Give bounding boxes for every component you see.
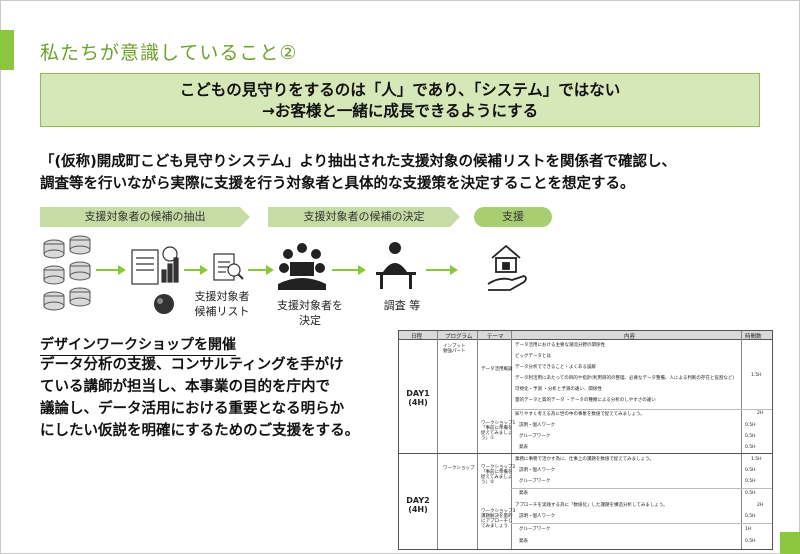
people-meeting-icon: [278, 243, 326, 290]
content-row: 説明・個人ワーク: [519, 514, 555, 519]
time-cell: 2H: [757, 503, 764, 508]
time-cell: 1H: [745, 527, 752, 532]
program-input: インプット勉強パート: [443, 344, 466, 354]
theme-ws2: ワークショップ2「事前に準備を捉えてみましょう」②: [481, 465, 516, 485]
lead-text: 「(仮称)開成町こども見守りシステム」より抽出された支援対象の候補リストを関係者…: [40, 151, 780, 195]
key-message-banner: こどもの見守りをするのは「人」であり、「システム」ではない →お客様と一緒に成長…: [40, 73, 760, 127]
time-cell: 0.5H: [745, 539, 756, 544]
person-desk-icon: [376, 242, 416, 289]
content-row: 可視化・予測 ・分析と予測の違い、関係性: [515, 387, 602, 392]
content-row: 知りやすく考える為に世の中の事象を数値で捉えてみましょう。: [515, 412, 645, 417]
time-cell: 2H: [757, 411, 764, 416]
label-decide-target: 支援対象者を 決定: [277, 299, 343, 327]
banner-line-2: →お客様と一緒に成長できるようにする: [261, 102, 539, 120]
phase-support: 支援: [474, 207, 552, 227]
time-cell: 0.5H: [745, 491, 756, 496]
content-row: 説明・個人ワーク: [519, 468, 555, 473]
schedule-header-row: 日程 プログラム テーマ 内容 時間数: [399, 331, 772, 340]
content-row: グループワーク: [519, 479, 551, 484]
day2-label: DAY2(4H): [406, 496, 430, 514]
workshop-schedule-table: 日程 プログラム テーマ 内容 時間数 DAY1(4H) DAY2(4H) イン…: [398, 330, 773, 550]
content-row: グループワーク: [519, 527, 551, 532]
time-cell: 0.5H: [745, 434, 756, 439]
time-cell: 1.5H: [751, 373, 762, 378]
content-row: データ利活用にあたっての目的や指針(利用目的の整理、必要なデータ整備、人による判…: [515, 376, 735, 381]
slide-title: 私たちが意識していること②: [40, 42, 298, 64]
process-flow-diagram: [43, 235, 527, 314]
content-row: グループワーク: [519, 434, 551, 439]
arrow-1: [96, 265, 126, 275]
banner-line-1: こどもの見守りをするのは「人」であり、「システム」ではない: [179, 81, 621, 99]
content-row: 発表: [519, 445, 528, 450]
content-row: アプローチを実践する為に「数値化」した課題を構造分析してみましょう。: [515, 503, 668, 508]
time-cell: 0.5H: [745, 468, 756, 473]
database-icon: [43, 235, 91, 311]
theme-data: データ活用概論: [481, 367, 513, 372]
content-row: 業務に事務で活かす為に、仕事上の課題を数値で捉えてみましょう。: [515, 457, 654, 462]
time-cell: 0.5H: [745, 423, 756, 428]
day1-label: DAY1(4H): [406, 389, 430, 407]
workshop-title: デザインワークショップを開催: [40, 334, 236, 356]
content-row: 量的データと質的データ ・データの種類による分析のしやすさの違い: [515, 398, 656, 403]
content-row: ビッグデータとは: [515, 354, 551, 359]
theme-ws1: ワークショップ1「事前に準備を捉えてみましょう」①: [481, 421, 516, 441]
arrow-5: [426, 265, 458, 275]
content-row: データ分析でできること・よくある誤解: [515, 365, 596, 370]
brain-icon: [154, 294, 174, 314]
label-survey: 調査 等: [383, 299, 421, 312]
arrow-3: [248, 265, 274, 275]
time-cell: 0.5H: [745, 479, 756, 484]
content-row: データ活用における主要な潮流分野の関係性: [515, 343, 605, 348]
accent-bar-top: [0, 30, 14, 70]
server-chart-icon: [131, 246, 179, 285]
arrow-2: [184, 265, 208, 275]
lead-line-1: 「(仮称)開成町こども見守りシステム」より抽出された支援対象の候補リストを関係者…: [40, 154, 677, 170]
time-cell: 0.5H: [745, 514, 756, 519]
lead-line-2: 調査等を行いながら実際に支援を行う対象者と具体的な支援策を決定することを想定する…: [40, 176, 635, 192]
program-workshop: ワークショップ: [443, 466, 475, 471]
content-row: 発表: [519, 539, 528, 544]
workshop-description: データ分析の支援、コンサルティングを手がけ ている講師が担当し、本事業の目的を庁…: [40, 357, 360, 439]
content-row: 説明・個人ワーク: [519, 423, 555, 428]
time-cell: 0.5H: [745, 445, 756, 450]
document-search-icon: [213, 253, 244, 281]
house-hand-icon: [487, 244, 527, 291]
phase-decide: 支援対象者の候補の決定: [268, 207, 460, 227]
label-candidate-list: 支援対象者 候補リスト: [194, 290, 250, 318]
phase-extract: 支援対象者の候補の抽出: [40, 207, 250, 227]
arrow-4: [332, 265, 366, 275]
accent-bar-bottom: [780, 532, 800, 554]
content-row: 発表: [519, 491, 528, 496]
time-cell: 1.5H: [751, 457, 762, 462]
